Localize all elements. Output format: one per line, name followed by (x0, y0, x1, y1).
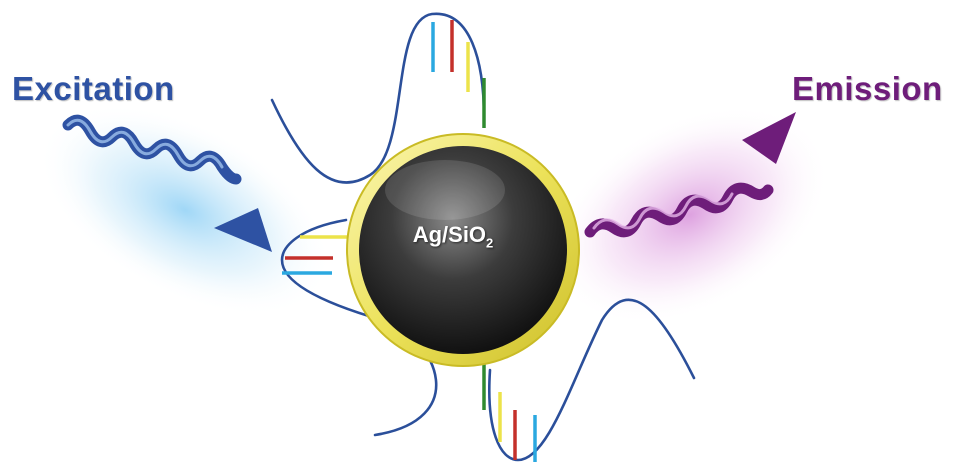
dna-ticks-left (282, 235, 348, 275)
emission-label: Emission (792, 70, 943, 107)
dna-strands (270, 12, 696, 462)
excitation-arrow-icon (62, 114, 272, 252)
excitation-label: Excitation (12, 70, 175, 107)
particle-label-main: Ag/SiO (412, 222, 487, 247)
excitation-glow (38, 103, 332, 317)
particle-label-subscript: 2 (486, 235, 494, 251)
dna-ticks-bottom (482, 360, 537, 462)
ag-sio2-particle (346, 133, 580, 367)
dna-ticks-top (431, 20, 486, 128)
emission-glow (550, 105, 830, 325)
particle-label: Ag/SiO2 (373, 222, 533, 250)
emission-arrow-icon (584, 112, 796, 238)
